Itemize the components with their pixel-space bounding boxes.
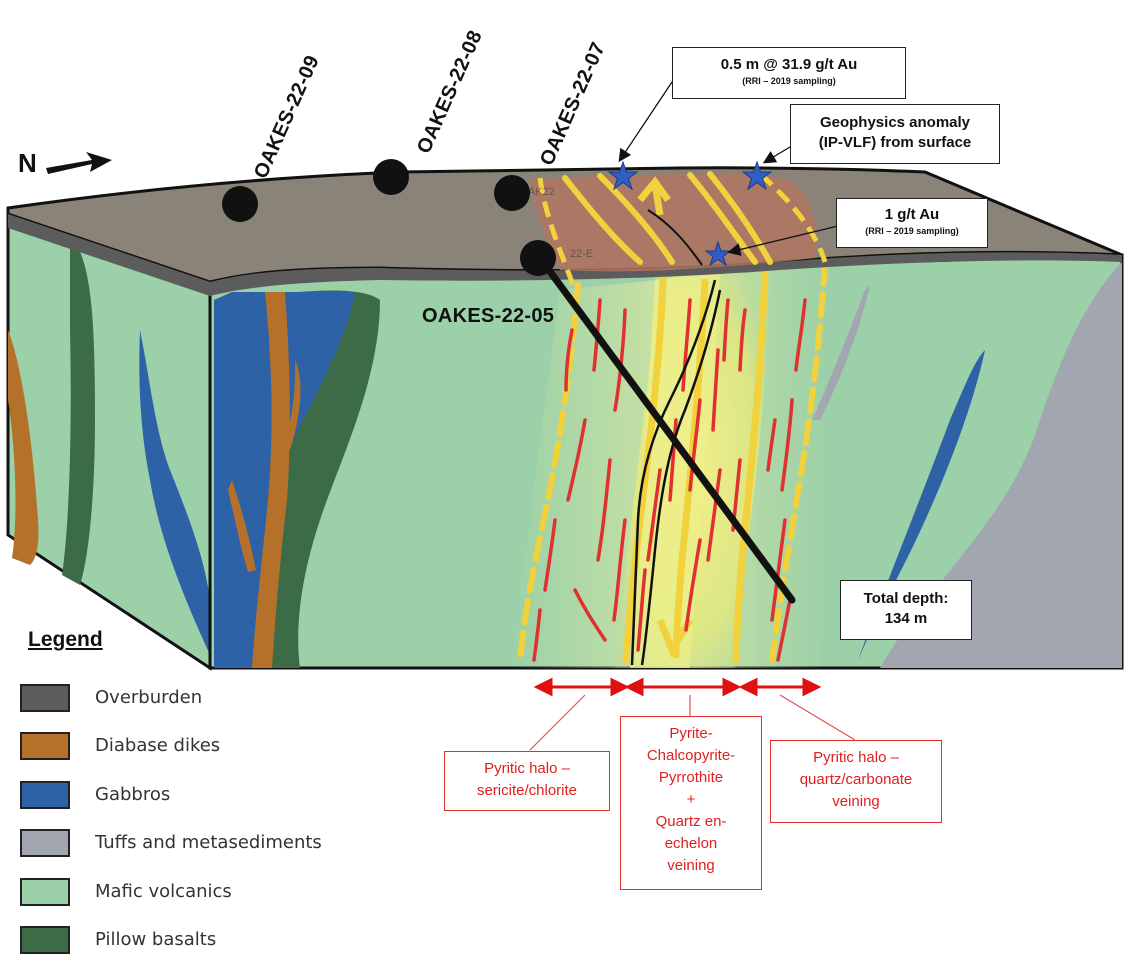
- collar-oakes-22-07[interactable]: [494, 175, 530, 211]
- zone-right: Pyritic halo – quartz/carbonate veining: [770, 740, 942, 823]
- legend-label: Pillow basalts: [95, 929, 217, 950]
- top-surface: AK22 22-E: [6, 166, 1123, 296]
- zone-right-line2: quartz/carbonate: [799, 771, 913, 788]
- grade-top-main: 0.5 m @ 31.9 g/t Au: [720, 56, 858, 73]
- callout-total-depth: Total depth: 134 m: [840, 580, 972, 640]
- legend-title: Legend: [28, 628, 103, 651]
- legend-label: Tuffs and metasediments: [95, 832, 322, 853]
- star-grade-top: [607, 160, 639, 191]
- star-geophysics: [741, 160, 773, 191]
- grade-low-main: 1 g/t Au: [884, 206, 940, 223]
- legend-swatch: [20, 781, 70, 809]
- leader-grade-low: [727, 225, 839, 256]
- callout-geophysics: Geophysics anomaly (IP-VLF) from surface: [790, 104, 1000, 164]
- zone-leaders: [529, 694, 856, 751]
- legend-label: Gabbros: [95, 784, 171, 805]
- north-arrow: [46, 152, 112, 174]
- zone-left-line2: sericite/chlorite: [476, 782, 578, 799]
- legend-swatch: [20, 732, 70, 760]
- zone-right-line1: Pyritic halo –: [813, 749, 899, 766]
- legend-label: Diabase dikes: [95, 735, 221, 756]
- geophysics-line2: (IP-VLF) from surface: [818, 134, 972, 151]
- callout-grade-top: 0.5 m @ 31.9 g/t Au (RRI – 2019 sampling…: [672, 47, 906, 99]
- surface-label-2: 22-E: [570, 248, 593, 260]
- geophysics-line1: Geophysics anomaly: [819, 114, 971, 131]
- star-grade-low: [704, 240, 732, 267]
- zone-center-line4: +: [686, 791, 696, 808]
- collar-oakes-22-05[interactable]: [520, 240, 556, 276]
- front-face: [208, 253, 1124, 670]
- zone-right-line3: veining: [832, 793, 880, 810]
- callout-grade-low: 1 g/t Au (RRI – 2019 sampling): [836, 198, 988, 248]
- label-oakes-22-05: OAKES-22-05: [422, 305, 555, 327]
- grade-top-sub: (RRI – 2019 sampling): [742, 76, 836, 86]
- left-face: [6, 211, 212, 671]
- leader-grade-top: [618, 81, 673, 163]
- total-depth-line1: Total depth:: [863, 590, 949, 607]
- legend-swatch: [20, 878, 70, 906]
- zone-center: Pyrite- Chalcopyrite- Pyrrothite + Quart…: [620, 716, 762, 890]
- zone-center-line7: veining: [667, 857, 715, 874]
- legend-swatch: [20, 926, 70, 954]
- surface-label-1: AK22: [528, 186, 555, 198]
- collar-oakes-22-09[interactable]: [222, 186, 258, 222]
- legend-label: Mafic volcanics: [95, 881, 232, 902]
- north-label: N: [18, 148, 37, 178]
- zone-center-line2: Chalcopyrite-: [646, 747, 736, 764]
- zone-center-line5: Quartz en-: [655, 813, 727, 830]
- grade-low-sub: (RRI – 2019 sampling): [865, 226, 959, 236]
- zone-arrows: [533, 677, 822, 697]
- collar-oakes-22-08[interactable]: [373, 159, 409, 195]
- zone-center-line3: Pyrrothite: [658, 769, 724, 786]
- zone-center-line1: Pyrite-: [669, 725, 713, 742]
- zone-left: Pyritic halo – sericite/chlorite: [444, 751, 610, 811]
- legend-label: Overburden: [95, 687, 203, 708]
- legend-swatch: [20, 684, 70, 712]
- drill-trace-oakes-22-05: [536, 254, 796, 604]
- zone-left-line1: Pyritic halo –: [484, 760, 570, 777]
- zone-center-line6: echelon: [664, 835, 718, 852]
- legend-swatch: [20, 829, 70, 857]
- total-depth-line2: 134 m: [884, 610, 928, 627]
